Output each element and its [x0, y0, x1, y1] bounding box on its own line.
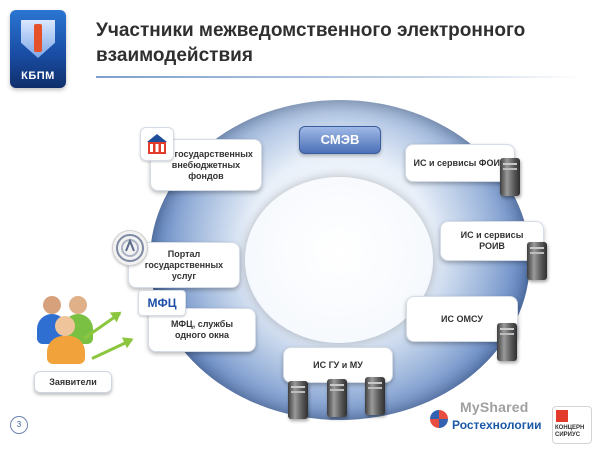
smev-label: СМЭВ	[299, 126, 381, 154]
node-is-roiv: ИС и сервисы РОИВ	[440, 221, 544, 261]
portal-icon-svg	[116, 234, 144, 262]
rostech-logo-text: Ростехнологии	[452, 418, 542, 432]
portal-icon	[112, 230, 148, 266]
applicants-label: Заявители	[34, 371, 112, 393]
building-icon	[140, 127, 174, 161]
node-is-foiv: ИС и сервисы ФОИВ	[405, 144, 515, 182]
server-icon	[500, 158, 520, 196]
mfc-logo: МФЦ	[138, 290, 186, 316]
people-icon	[33, 292, 113, 372]
page-number: 3	[10, 416, 28, 434]
rostech-icon	[430, 410, 448, 428]
logo-text: КБПМ	[21, 70, 55, 82]
server-icon	[527, 242, 547, 280]
mfc-logo-text: МФЦ	[147, 296, 177, 310]
shield-icon	[21, 20, 55, 58]
server-icon	[288, 381, 308, 419]
kbpm-logo: КБПМ	[10, 10, 66, 88]
concern-mark	[556, 410, 568, 422]
concern-logo: КОНЦЕРН СИРИУС	[552, 406, 592, 444]
building-icon-svg	[147, 134, 167, 154]
concern-text: КОНЦЕРН СИРИУС	[555, 425, 585, 438]
page-title: Участники межведомственного электронного…	[96, 20, 526, 66]
title-divider	[96, 76, 582, 78]
ring-center	[245, 177, 433, 343]
server-icon	[365, 377, 385, 415]
server-icon	[327, 379, 347, 417]
watermark-myshared: MyShared	[460, 399, 529, 415]
server-icon	[497, 323, 517, 361]
